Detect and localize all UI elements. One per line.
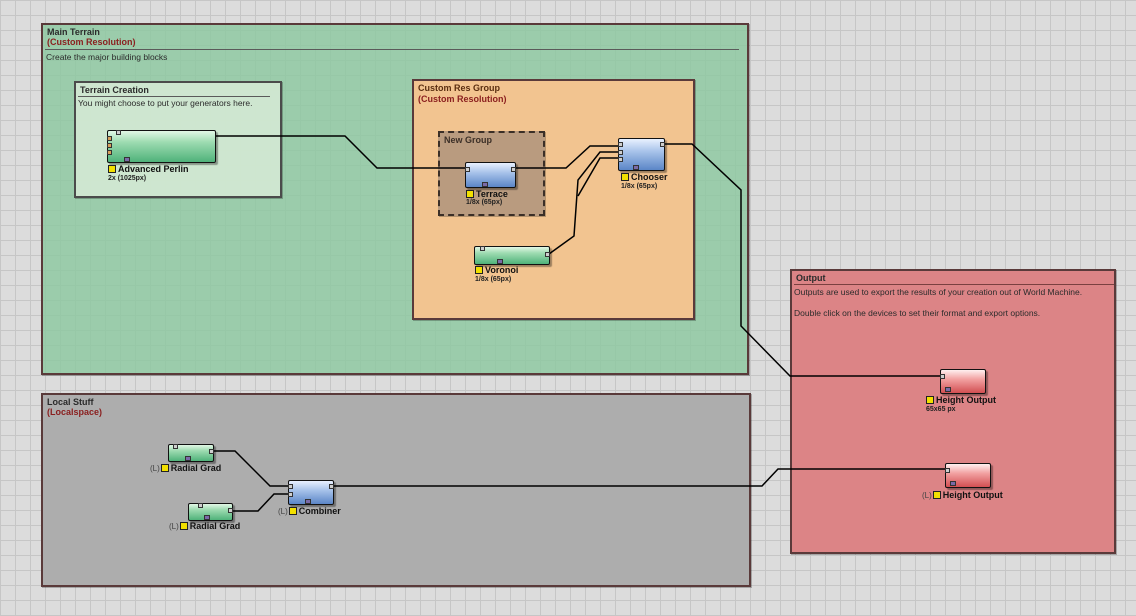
- wire-voronoi-chooser-b: [577, 157, 620, 197]
- group-description: Outputs are used to export the results o…: [794, 287, 1083, 297]
- advanced-perlin-resolution: 2x (1025px): [108, 175, 147, 182]
- combiner-node[interactable]: [288, 480, 334, 505]
- output-port[interactable]: [228, 508, 233, 513]
- node-flag-icon: [179, 522, 188, 530]
- chooser-resolution: 1/8x (65px): [621, 183, 658, 190]
- radial-grad-2-label: (L)Radial Grad: [169, 521, 241, 531]
- node-flag-icon: [475, 266, 483, 274]
- height-output-2-label: (L)Height Output: [922, 490, 1003, 500]
- input-port[interactable]: [618, 157, 623, 162]
- combiner-label: (L)Combiner: [278, 506, 341, 516]
- voronoi-node[interactable]: [474, 246, 550, 265]
- output-port[interactable]: [545, 252, 550, 257]
- voronoi-resolution: 1/8x (65px): [475, 276, 512, 283]
- input-port[interactable]: [288, 484, 293, 489]
- group-title: Output: [796, 273, 826, 283]
- output-port[interactable]: [329, 484, 334, 489]
- chooser-label: Chooser: [621, 172, 668, 182]
- advanced-perlin-label: Advanced Perlin: [108, 164, 189, 174]
- group-title: New Group: [444, 135, 493, 145]
- input-port[interactable]: [107, 136, 112, 141]
- group-divider: [78, 96, 270, 97]
- input-port[interactable]: [945, 468, 950, 473]
- group-description: You might choose to put your generators …: [78, 98, 253, 108]
- input-port[interactable]: [618, 150, 623, 155]
- group-title: Custom Res Group: [418, 83, 501, 93]
- group-subtitle: (Localspace): [47, 407, 103, 417]
- node-port[interactable]: [480, 246, 485, 251]
- group-title: Local Stuff: [47, 397, 94, 407]
- wire-chooser-output: [664, 143, 942, 377]
- node-port[interactable]: [198, 503, 203, 508]
- voronoi-label: Voronoi: [475, 265, 518, 275]
- preview-indicator: [945, 387, 951, 392]
- radial-grad-node-1[interactable]: [168, 444, 214, 462]
- preview-indicator: [482, 182, 488, 187]
- group-subtitle: (Custom Resolution): [418, 94, 507, 104]
- group-divider: [794, 284, 1114, 285]
- height-output-node-1[interactable]: [940, 369, 986, 394]
- group-description: Create the major building blocks: [46, 52, 168, 62]
- preview-indicator: [497, 259, 503, 264]
- wire-perlin-terrace: [214, 135, 466, 169]
- node-flag-icon: [621, 173, 629, 181]
- preview-indicator: [950, 481, 956, 486]
- node-flag-icon: [160, 464, 169, 472]
- node-port[interactable]: [173, 444, 178, 449]
- advanced-perlin-node[interactable]: [107, 130, 216, 163]
- group-local-stuff[interactable]: Local Stuff (Localspace): [41, 393, 751, 587]
- terrace-node[interactable]: [465, 162, 516, 188]
- input-port[interactable]: [288, 492, 293, 497]
- group-output[interactable]: Output Outputs are used to export the re…: [790, 269, 1116, 554]
- node-flag-icon: [108, 165, 116, 173]
- node-port[interactable]: [116, 130, 121, 135]
- group-divider: [45, 49, 739, 50]
- output-port[interactable]: [660, 142, 665, 147]
- height-output-1-label: Height Output: [926, 395, 996, 405]
- preview-indicator: [633, 165, 639, 170]
- radial-grad-1-label: (L)Radial Grad: [150, 463, 222, 473]
- wire-radial1-combiner: [213, 450, 290, 487]
- input-port[interactable]: [107, 143, 112, 148]
- group-subtitle: (Custom Resolution): [47, 37, 136, 47]
- input-port[interactable]: [107, 150, 112, 155]
- preview-indicator: [185, 456, 191, 461]
- group-title: Terrain Creation: [80, 85, 149, 95]
- input-port[interactable]: [465, 167, 470, 172]
- preview-indicator: [305, 499, 311, 504]
- group-description-2: Double click on the devices to set their…: [794, 308, 1041, 318]
- preview-indicator: [204, 515, 210, 520]
- output-port[interactable]: [209, 449, 214, 454]
- wire-radial2-combiner: [232, 493, 290, 512]
- height-output-1-resolution: 65x65 px: [926, 406, 956, 413]
- wire-terrace-chooser: [515, 145, 620, 169]
- node-flag-icon: [466, 190, 474, 198]
- terrace-label: Terrace: [466, 189, 508, 199]
- group-title: Main Terrain: [47, 27, 100, 37]
- wire-combiner-output: [333, 468, 947, 487]
- preview-indicator: [124, 157, 130, 162]
- output-port[interactable]: [511, 167, 516, 172]
- chooser-node[interactable]: [618, 138, 665, 171]
- node-flag-icon: [932, 491, 941, 499]
- input-port[interactable]: [940, 374, 945, 379]
- node-flag-icon: [288, 507, 297, 515]
- input-port[interactable]: [618, 142, 623, 147]
- radial-grad-node-2[interactable]: [188, 503, 233, 521]
- wire-voronoi-chooser-a: [548, 151, 620, 255]
- terrace-resolution: 1/8x (65px): [466, 199, 503, 206]
- node-flag-icon: [926, 396, 934, 404]
- height-output-node-2[interactable]: [945, 463, 991, 488]
